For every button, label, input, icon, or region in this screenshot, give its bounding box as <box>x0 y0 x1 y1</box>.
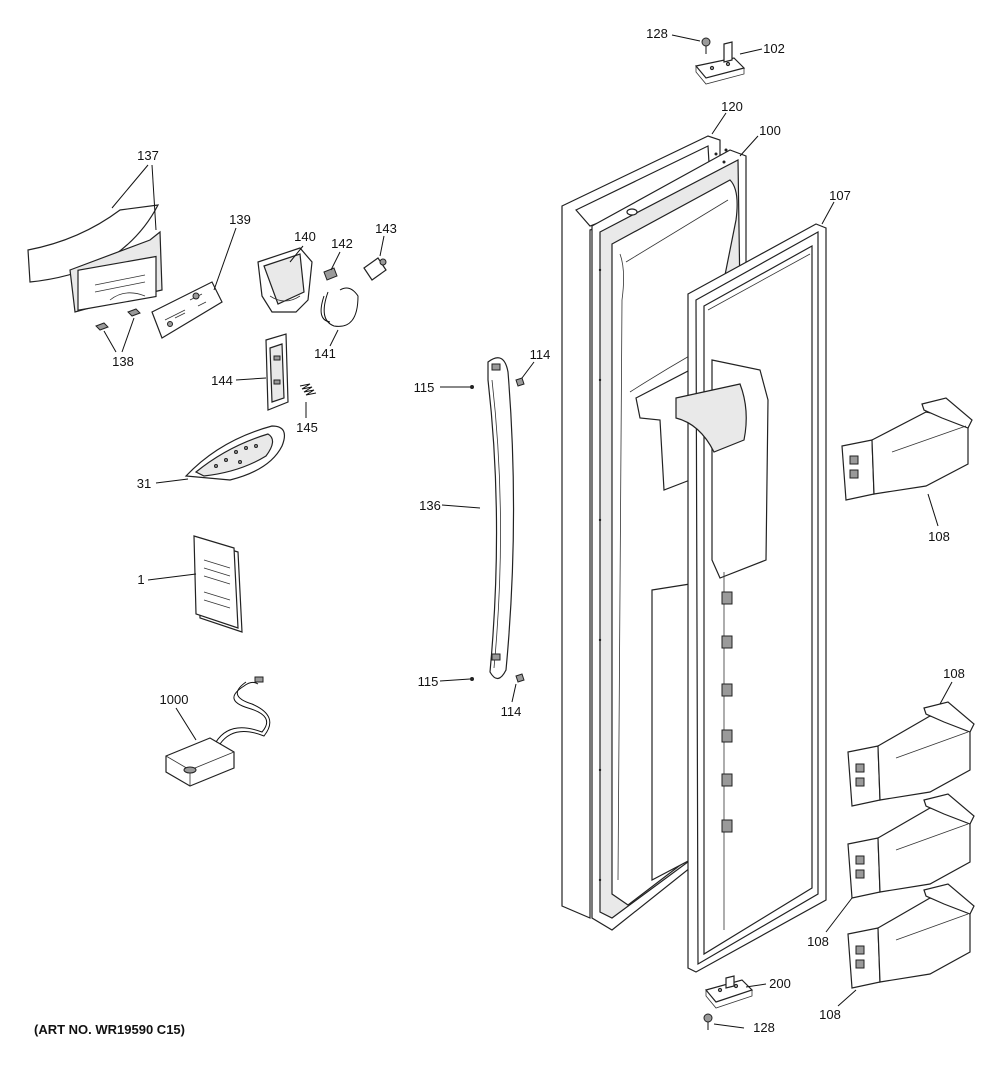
door-bin-part-108-d <box>847 883 975 989</box>
owners-manual-part-1 <box>193 535 243 633</box>
drip-tray-part-31 <box>184 425 285 481</box>
label-138: 138 <box>112 354 134 369</box>
label-128-bottom: 128 <box>753 1020 775 1035</box>
label-143: 143 <box>375 221 397 236</box>
label-145: 145 <box>296 420 318 435</box>
door-bin-part-108-b <box>847 701 975 807</box>
clamp-part-141 <box>320 287 359 327</box>
label-108-b: 108 <box>943 666 965 681</box>
label-114-top: 114 <box>530 347 551 362</box>
label-137: 137 <box>137 148 159 163</box>
label-128-top: 128 <box>646 26 668 41</box>
screw-part-128-bottom <box>703 1013 713 1030</box>
top-hinge-part-102 <box>694 41 746 85</box>
label-200: 200 <box>769 976 791 991</box>
label-144: 144 <box>211 373 233 388</box>
screw-part-128-top <box>701 37 711 54</box>
label-31: 31 <box>137 476 151 491</box>
label-1000: 1000 <box>160 692 189 707</box>
funnel-housing-part-140 <box>257 247 313 313</box>
label-115-top: 115 <box>414 380 435 395</box>
label-120: 120 <box>721 99 743 114</box>
lever-part-144 <box>265 333 289 411</box>
door-gasket-part-107 <box>675 223 827 973</box>
label-108-c: 108 <box>807 934 829 949</box>
door-handle-part-136 <box>487 357 515 680</box>
label-141: 141 <box>314 346 336 361</box>
label-142: 142 <box>331 236 353 251</box>
label-115-bottom: 115 <box>418 674 439 689</box>
spring-part-145 <box>299 383 317 396</box>
spring-part-142 <box>323 267 338 281</box>
label-107: 107 <box>829 188 851 203</box>
dispenser-cover-part-137 <box>27 204 163 313</box>
label-139: 139 <box>229 212 251 227</box>
art-number: (ART NO. WR19590 C15) <box>34 1022 185 1037</box>
module-part-1000 <box>165 676 271 787</box>
label-102: 102 <box>763 41 785 56</box>
bottom-hinge-part-200 <box>704 975 754 1009</box>
label-114-bottom: 114 <box>501 704 522 719</box>
label-100: 100 <box>759 123 781 138</box>
label-136: 136 <box>419 498 441 513</box>
control-board-part-139 <box>151 281 223 339</box>
label-140: 140 <box>294 229 316 244</box>
door-bin-part-108-c <box>847 793 975 899</box>
door-bin-part-108-a <box>841 397 973 501</box>
screws-part-138 <box>95 308 141 331</box>
actuator-part-143 <box>363 257 387 281</box>
label-108-d: 108 <box>819 1007 841 1022</box>
label-1: 1 <box>137 572 144 587</box>
label-108-a: 108 <box>928 529 950 544</box>
